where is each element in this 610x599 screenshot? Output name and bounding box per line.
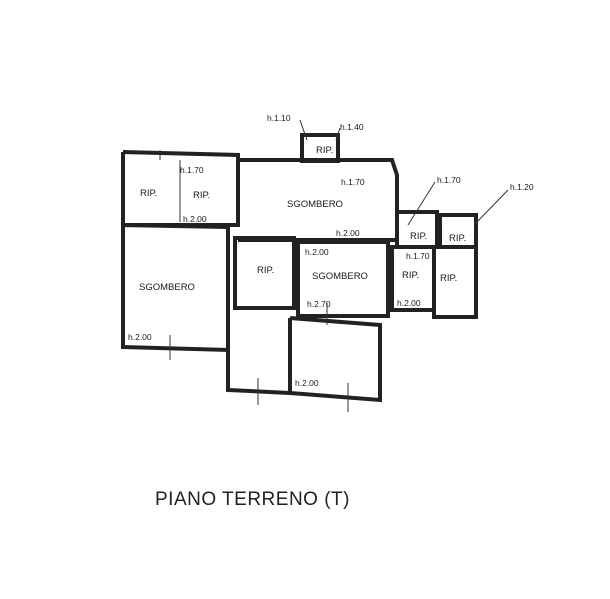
room-label-rip-top: RIP. xyxy=(316,145,333,156)
height-label: h.1.10 xyxy=(267,113,291,123)
wall-lower-left xyxy=(226,312,292,396)
height-label: h.2.70 xyxy=(307,299,331,309)
plan-title: PIANO TERRENO (T) xyxy=(155,489,350,510)
wall-rip-center xyxy=(233,236,296,310)
room-label-rip-r2: RIP. xyxy=(449,233,466,244)
walls xyxy=(121,133,478,403)
room-label-rip-r4: RIP. xyxy=(440,273,457,284)
height-label: h.1.40 xyxy=(340,122,364,132)
room-label-rip-1: RIP. xyxy=(140,188,157,199)
height-label: h.1.70 xyxy=(437,175,461,185)
height-label: h.2.00 xyxy=(397,298,421,308)
annotation-lines xyxy=(159,119,509,412)
height-label: h.2.00 xyxy=(128,332,152,342)
wall-rip-r4 xyxy=(432,245,478,319)
wall-lower-right xyxy=(289,316,382,403)
room-label-rip-r1: RIP. xyxy=(410,231,427,242)
height-label: h.1.70 xyxy=(180,165,204,175)
room-label-sgombero-top: SGOMBERO xyxy=(287,199,343,210)
room-label-sgombero-left: SGOMBERO xyxy=(139,282,195,293)
wall-sgombero-mid xyxy=(296,240,390,318)
room-label-sgombero-mid: SGOMBERO xyxy=(312,271,368,282)
height-label: h.1.20 xyxy=(510,182,534,192)
height-label: h.1.70 xyxy=(406,251,430,261)
room-label-rip-2: RIP. xyxy=(193,190,210,201)
room-label-rip-3: RIP. xyxy=(257,265,274,276)
wall-rip-block xyxy=(121,150,240,227)
height-label: h.2.00 xyxy=(183,214,207,224)
height-label: h.2.00 xyxy=(295,378,319,388)
height-label: h.1.70 xyxy=(341,177,365,187)
height-labels: h.1.10 h.1.40 h.1.70 h.2.00 h.1.70 h.2.0… xyxy=(128,113,534,388)
room-labels: RIP. RIP. RIP. SGOMBERO SGOMBERO RIP. SG… xyxy=(139,145,466,293)
height-label: h.2.00 xyxy=(305,247,329,257)
height-label: h.2.00 xyxy=(336,228,360,238)
room-label-rip-r3: RIP. xyxy=(402,270,419,281)
